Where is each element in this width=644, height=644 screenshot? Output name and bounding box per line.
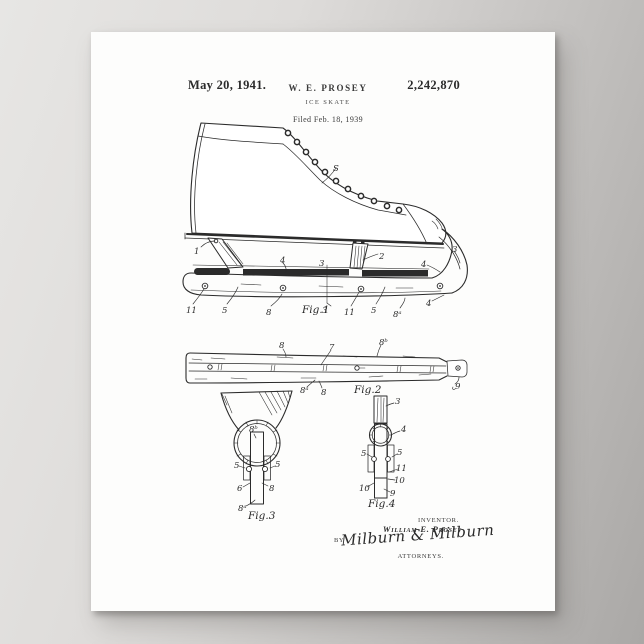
figure-ref-label: 8: [279, 341, 285, 351]
figure-ref-label: 8: [269, 484, 275, 494]
figure-ref-label: 11: [186, 306, 197, 316]
front-support-bracket: [350, 240, 368, 269]
fig2-bottom-edge: [190, 376, 447, 383]
fig2-top-edge: [190, 353, 447, 362]
figure-ref-label: 5: [397, 448, 402, 458]
fig4-lower-runner-piece: [375, 478, 388, 498]
figure-ref-label: 8ᵃ: [300, 386, 309, 396]
figure-ref-label: 6: [237, 484, 243, 494]
figure-ref-label: S: [333, 164, 339, 174]
figure-1-skate-side-view: S1432344115831158ᵃFig.1: [183, 123, 467, 320]
fig3-shading: [222, 391, 290, 415]
figure-ref-label: 11: [344, 308, 355, 318]
figure-caption: Fig.4: [367, 498, 395, 510]
attorneys-label: ATTORNEYS.: [398, 553, 444, 560]
figure-caption: Fig.2: [353, 384, 382, 396]
fig3-blade-section: [251, 432, 264, 504]
figure-ref-label: 3: [319, 259, 324, 269]
fig4-stem: [374, 396, 387, 423]
figure-ref-label: 2: [378, 252, 384, 262]
figure-ref-label: 7: [329, 343, 335, 353]
figure-ref-label: 3: [395, 397, 400, 407]
figure-ref-label: 8ᵇ: [249, 425, 258, 435]
figure-ref-label: 10: [394, 476, 405, 486]
figure-ref-label: 1: [194, 247, 199, 257]
figure-caption: Fig.1: [301, 304, 329, 316]
figure-2-runner-plan-view: 8 7 8ᵇ 8ᵃ 8 9 Fig.2: [186, 338, 467, 398]
figure-ref-label: 4: [420, 260, 426, 270]
figure-caption: Fig.3: [247, 510, 276, 522]
figure-ref-label: 8ᵃ: [238, 504, 247, 514]
fig3-leader-lines: [239, 434, 275, 506]
figure-ref-label: 5: [361, 449, 366, 459]
fig2-shading-dashes: [192, 356, 431, 379]
figure-ref-label: 8ᵃ: [393, 310, 402, 320]
patent-print-poster: May 20, 1941. W. E. PROSEY 2,242,870 ICE…: [91, 32, 555, 611]
figure-4-toe-post-section: 34551110109Fig.4: [359, 396, 407, 510]
fig2-left-end: [186, 353, 190, 383]
figure-ref-label: 4: [425, 299, 431, 309]
figure-ref-label: 8: [266, 308, 272, 318]
fig4-tube-outer: [370, 424, 392, 446]
fig3-top-edge: [221, 391, 292, 393]
heel-support-bracket: [208, 238, 243, 268]
fig2-center-band: [189, 363, 446, 373]
figure-ref-label: 5: [371, 306, 376, 316]
figure-ref-label: 3: [452, 245, 457, 255]
figure-ref-label: 8: [321, 388, 327, 398]
figure-ref-label: 5: [222, 306, 227, 316]
figure-ref-label: 5: [275, 460, 280, 470]
figure-ref-label: 4: [279, 256, 285, 266]
figure-ref-label: 5: [234, 461, 239, 471]
figure-ref-label: 10: [359, 484, 370, 494]
figure-ref-label: 8ᵇ: [379, 338, 388, 348]
figure-ref-label: 11: [396, 464, 407, 474]
fig4-blade-section: [375, 424, 388, 498]
figure-3-heel-post-section: 8ᵇ 5 5 6 8 8ᵃFig.3: [221, 391, 292, 522]
boot-outline: [191, 123, 446, 243]
figure-ref-label: 4: [400, 425, 406, 435]
figure-ref-label: 9: [455, 382, 461, 392]
